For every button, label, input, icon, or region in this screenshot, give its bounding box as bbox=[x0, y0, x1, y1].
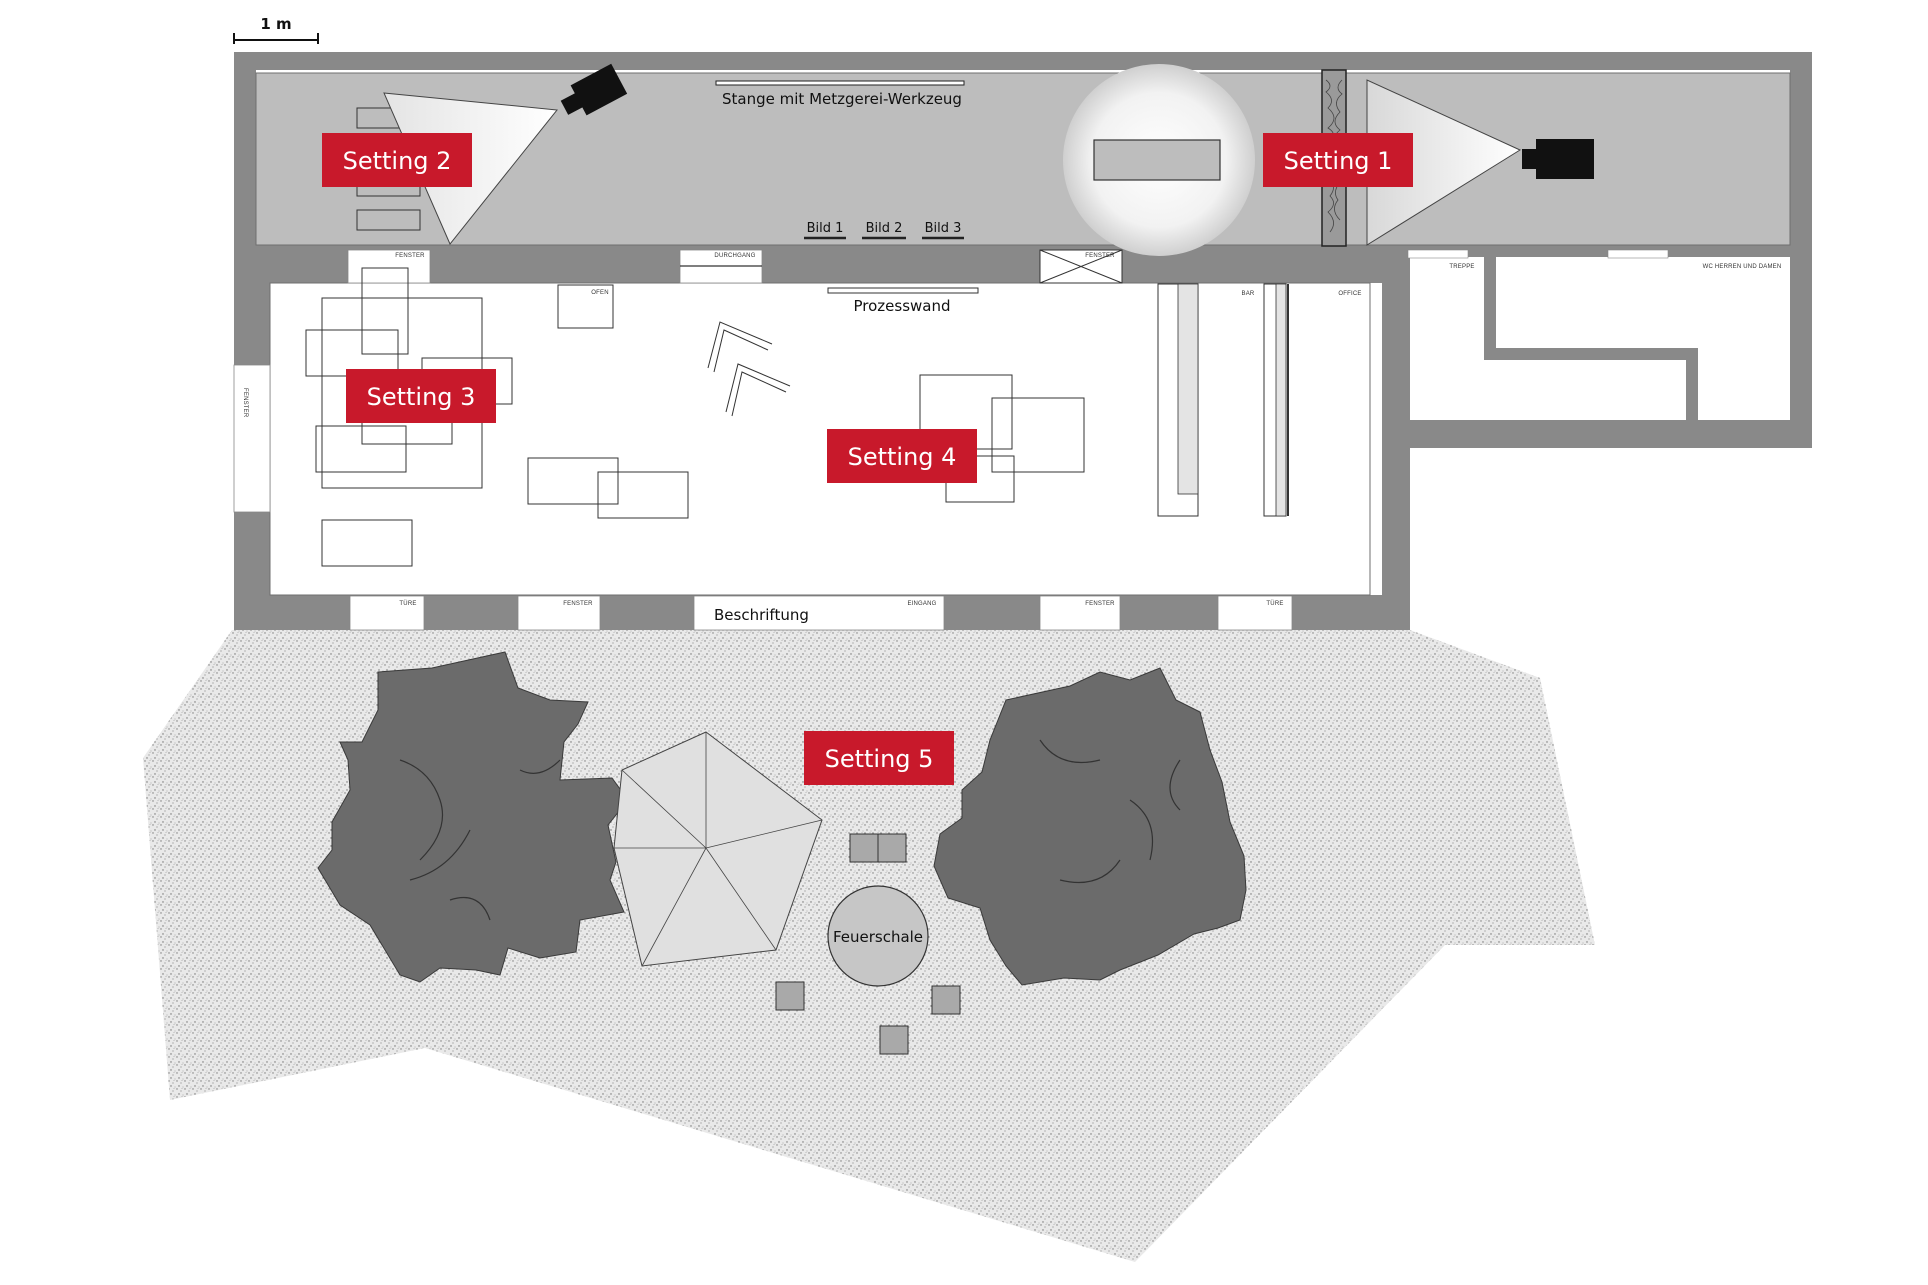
wc-room bbox=[1496, 257, 1790, 348]
treppe-lower bbox=[1410, 360, 1686, 420]
stange-label: Stange mit Metzgerei-Werkzeug bbox=[722, 90, 962, 108]
courtyard-furniture bbox=[775, 833, 961, 1055]
bar-office: BAR OFFICE bbox=[1157, 283, 1361, 517]
umbrella bbox=[613, 731, 823, 967]
bild-3-label: Bild 3 bbox=[925, 221, 962, 236]
eingang-label: EINGANG bbox=[907, 601, 936, 607]
setting-2-badge: Setting 2 bbox=[322, 133, 472, 187]
setting-5-badge: Setting 5 bbox=[804, 731, 954, 785]
tree-right bbox=[933, 667, 1247, 986]
setting-2-label: Setting 2 bbox=[343, 147, 452, 175]
prozesswand-label: Prozesswand bbox=[853, 297, 950, 315]
feuerschale-label: Feuerschale bbox=[833, 928, 923, 946]
spotlight-table bbox=[1093, 139, 1221, 181]
bild-2-label: Bild 2 bbox=[866, 221, 903, 236]
tuere-label: TÜRE bbox=[399, 600, 416, 607]
scale-label: 1 m bbox=[260, 15, 291, 33]
camera-icon bbox=[560, 63, 628, 116]
fire-bowl bbox=[827, 885, 929, 987]
setting-5-label: Setting 5 bbox=[825, 745, 934, 773]
main-room bbox=[269, 282, 1371, 596]
bar-label: BAR bbox=[1242, 291, 1255, 297]
setting-1-label: Setting 1 bbox=[1284, 147, 1393, 175]
camera-icon bbox=[1522, 139, 1594, 179]
setting-4-label: Setting 4 bbox=[848, 443, 957, 471]
fenster-label: FENSTER bbox=[1085, 253, 1115, 259]
setting-3-label: Setting 3 bbox=[367, 383, 476, 411]
setting-1-badge: Setting 1 bbox=[1263, 133, 1413, 187]
wc-label: WC HERREN UND DAMEN bbox=[1703, 264, 1782, 270]
fenster-label: FENSTER bbox=[1085, 601, 1115, 607]
setting-3-badge: Setting 3 bbox=[346, 369, 496, 423]
fenster-label: FENSTER bbox=[563, 601, 593, 607]
bild-1-label: Bild 1 bbox=[807, 221, 844, 236]
ofen-label: OFEN bbox=[591, 290, 608, 296]
fenster-label: FENSTER bbox=[242, 388, 248, 418]
tuere-label: TÜRE bbox=[1266, 600, 1283, 607]
tree-left bbox=[317, 651, 629, 983]
beschriftung-label: Beschriftung bbox=[714, 606, 809, 624]
main-room-contents: OFEN Prozesswand bbox=[305, 267, 1085, 567]
setting-4-badge: Setting 4 bbox=[827, 429, 977, 483]
wc-room-lower bbox=[1698, 348, 1790, 420]
durchgang-label: DURCHGANG bbox=[714, 253, 755, 259]
office-label: OFFICE bbox=[1338, 291, 1361, 297]
fenster-label: FENSTER bbox=[395, 253, 425, 259]
scale-bar: 1 m bbox=[233, 15, 319, 44]
wall-openings: FENSTER DURCHGANG FENSTER TREPPE WC HERR… bbox=[233, 249, 1782, 631]
treppe-label: TREPPE bbox=[1449, 264, 1474, 270]
